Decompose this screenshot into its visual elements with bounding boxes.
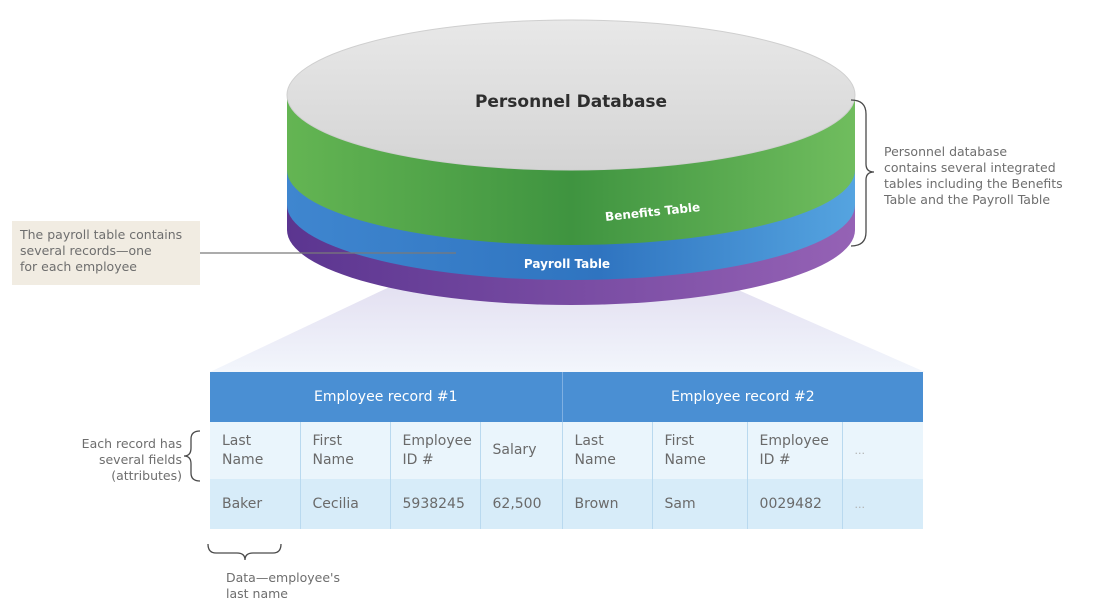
record-header: Employee record #2 (562, 372, 924, 422)
data-annotation-line: Data—employee's (226, 570, 340, 585)
database-brace (850, 99, 875, 247)
field-label-line: Last (222, 432, 252, 449)
records-table: Employee record #1 Employee record #2 La… (210, 372, 924, 529)
value-cell: Cecilia (300, 479, 391, 529)
data-annotation: Data—employee's last name (226, 570, 376, 602)
record-annotation-line: (attributes) (111, 468, 182, 483)
field-label-line: ... (854, 444, 866, 457)
record-header: Employee record #1 (210, 372, 563, 422)
value-cell: 5938245 (390, 479, 481, 529)
field-label-line: First (664, 432, 695, 449)
data-brace (207, 543, 282, 561)
field-label-line: Name (222, 451, 264, 468)
field-label-line: Last (574, 432, 604, 449)
database-annotation-line: contains several integrated (884, 160, 1056, 175)
database-annotation: Personnel database contains several inte… (884, 144, 1089, 208)
field-label-line: Salary (492, 442, 537, 458)
field-cell: ... (842, 422, 924, 479)
record-brace (183, 430, 201, 482)
value-cell: Baker (210, 479, 301, 529)
payroll-annotation: The payroll table contains several recor… (12, 221, 200, 285)
field-label-line: Employee (759, 432, 829, 449)
value-cell: ... (842, 479, 924, 529)
field-label-line: ID # (759, 451, 791, 468)
field-label-line: First (312, 432, 342, 449)
payroll-table-label: Payroll Table (524, 257, 610, 271)
record-annotation-line: several fields (98, 452, 182, 467)
database-annotation-line: tables including the Benefits (884, 176, 1063, 191)
payroll-annotation-line: The payroll table contains (20, 227, 183, 242)
database-top (286, 19, 856, 171)
data-row: Baker Cecilia 5938245 62,500 Brown Sam 0… (210, 479, 924, 529)
field-label-line: ID # (402, 451, 434, 468)
value-cell: 0029482 (747, 479, 843, 529)
database-annotation-line: Personnel database (884, 144, 1008, 159)
field-cell: Salary (480, 422, 563, 479)
payroll-annotation-line: for each employee (20, 259, 137, 274)
value-cell: 62,500 (480, 479, 563, 529)
database-annotation-line: Table and the Payroll Table (884, 192, 1051, 207)
data-annotation-line: last name (226, 586, 288, 601)
record-annotation-line: Each record has (81, 436, 182, 451)
field-label-line: Name (574, 451, 616, 468)
field-cell: Employee ID # (747, 422, 843, 479)
database-title: Personnel Database (475, 92, 667, 112)
record-annotation: Each record has several fields (attribut… (62, 436, 182, 484)
field-label-line: Name (312, 451, 354, 468)
field-label-line: Name (664, 451, 706, 468)
value-cell: Brown (562, 479, 653, 529)
field-label-line: Employee (402, 432, 472, 449)
value-cell: Sam (652, 479, 748, 529)
payroll-annotation-line: several records—one (20, 243, 152, 258)
record-header-row: Employee record #1 Employee record #2 (210, 372, 924, 422)
field-cell: Employee ID # (390, 422, 481, 479)
projection-wedge (210, 282, 925, 372)
